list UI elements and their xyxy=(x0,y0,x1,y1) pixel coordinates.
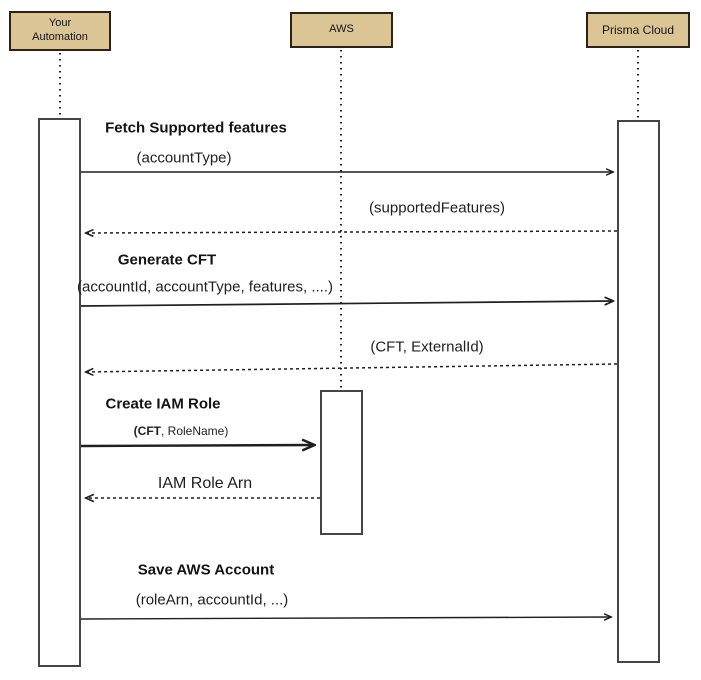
message-4-arrow xyxy=(86,363,618,372)
actor-aws: AWS xyxy=(290,12,393,48)
activation-bar-prisma-cloud xyxy=(617,120,660,663)
activation-bar-your-automation xyxy=(38,118,81,667)
message-1-title: Fetch Supported features xyxy=(105,119,287,137)
message-5-arrow xyxy=(80,445,314,446)
message-5-params: (CFT, RoleName) xyxy=(134,424,229,438)
message-7-arrow xyxy=(80,617,611,619)
message-2-params: (supportedFeatures) xyxy=(369,199,505,217)
actor-prisma-cloud-label: Prisma Cloud xyxy=(601,22,675,37)
message-4-params: (CFT, ExternalId) xyxy=(370,338,484,356)
actor-your-automation-label: Your Automation xyxy=(32,17,88,43)
actor-your-automation: Your Automation xyxy=(9,11,111,51)
activation-bar-aws xyxy=(320,390,363,535)
message-5-params-rest: , RoleName) xyxy=(160,424,229,438)
message-3-title: Generate CFT xyxy=(117,251,217,269)
message-7-title: Save AWS Account xyxy=(137,561,275,579)
actor-prisma-cloud: Prisma Cloud xyxy=(586,12,690,48)
message-3-arrow xyxy=(80,301,613,307)
message-5-params-bold: (CFT xyxy=(133,424,161,438)
message-7-params: (roleArn, accountId, ...) xyxy=(135,591,289,609)
message-5-title: Create IAM Role xyxy=(105,395,221,413)
message-2-arrow xyxy=(86,231,618,233)
message-3-params: (accountId, accountType, features, ....) xyxy=(77,278,333,296)
actor-aws-label: AWS xyxy=(329,23,354,36)
message-1-params: (accountType) xyxy=(136,149,232,167)
message-6-label: IAM Role Arn xyxy=(157,475,253,492)
